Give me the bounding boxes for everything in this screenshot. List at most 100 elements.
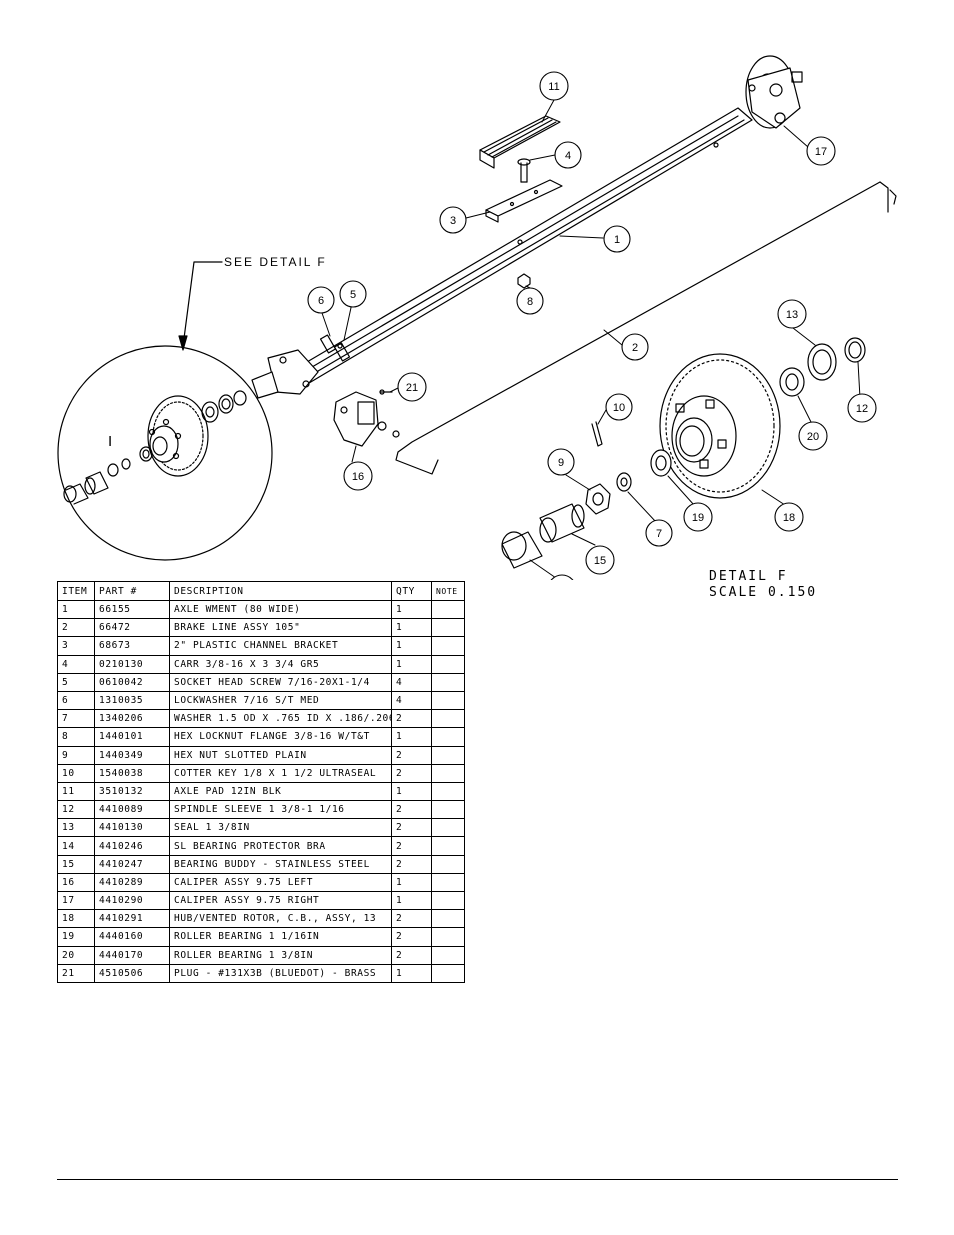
washer <box>616 472 632 492</box>
cell-description: ROLLER BEARING 1 1/16IN <box>169 927 392 947</box>
cell-item: 16 <box>57 872 95 893</box>
see-detail-leader <box>178 261 223 351</box>
cell-part: 3510132 <box>94 781 170 802</box>
callout-8: 8 <box>527 296 533 308</box>
left-caliper <box>333 391 400 447</box>
cell-part: 1540038 <box>94 763 170 783</box>
cell-qty: 1 <box>391 636 432 656</box>
cell-description: COTTER KEY 1/8 X 1 1/2 ULTRASEAL <box>169 763 392 783</box>
cell-note <box>431 618 465 638</box>
header-qty: QTY <box>391 581 432 601</box>
callout-2: 2 <box>632 342 638 354</box>
cell-description: CARR 3/8-16 X 3 3/4 GR5 <box>169 654 392 674</box>
cell-qty: 2 <box>391 709 432 729</box>
channel-bracket <box>485 179 563 223</box>
cell-part: 66472 <box>94 618 170 638</box>
cell-qty: 4 <box>391 672 432 692</box>
cell-description: HUB/VENTED ROTOR, C.B., ASSY, 13 <box>169 909 392 929</box>
cell-qty: 2 <box>391 854 432 874</box>
cell-note <box>431 690 465 711</box>
cell-item: 14 <box>57 836 95 856</box>
detail-caption-title: DETAIL F <box>709 569 788 584</box>
cell-description: BRAKE LINE ASSY 105" <box>169 618 392 638</box>
header-part: PART # <box>94 581 170 601</box>
cell-item: 20 <box>57 945 95 965</box>
cell-qty: 1 <box>391 781 432 802</box>
callout-5: 5 <box>350 289 356 301</box>
roller-bearing-19 <box>650 449 672 477</box>
cell-item: 21 <box>57 963 95 983</box>
callout-numbers: 11 4 3 1 6 5 8 2 17 13 12 20 10 9 7 19 1… <box>318 81 868 567</box>
callout-9: 9 <box>558 457 564 469</box>
cell-item: 19 <box>57 927 95 947</box>
cell-description: AXLE PAD 12IN BLK <box>169 781 392 802</box>
bearing-protector <box>501 531 543 569</box>
cell-note <box>431 745 465 765</box>
right-caliper-assembly <box>745 55 803 129</box>
callout-10: 10 <box>613 402 625 414</box>
detail-marker: I <box>108 433 112 450</box>
callout-17: 17 <box>815 146 827 158</box>
cell-note <box>431 709 465 729</box>
cell-note <box>431 636 465 656</box>
callout-21: 21 <box>406 382 418 394</box>
cell-item: 8 <box>57 727 95 747</box>
carriage-bolt <box>517 158 531 183</box>
cell-note <box>431 800 465 820</box>
cell-description: LOCKWASHER 7/16 S/T MED <box>169 690 392 711</box>
cell-part: 4410247 <box>94 854 170 874</box>
cell-part: 4440160 <box>94 927 170 947</box>
cell-note <box>431 909 465 929</box>
cell-description: HEX NUT SLOTTED PLAIN <box>169 745 392 765</box>
cell-qty: 2 <box>391 763 432 783</box>
cell-description: SPINDLE SLEEVE 1 3/8-1 1/16 <box>169 800 392 820</box>
cell-qty: 2 <box>391 818 432 838</box>
cell-item: 10 <box>57 763 95 783</box>
cell-note <box>431 781 465 802</box>
cell-description: SEAL 1 3/8IN <box>169 818 392 838</box>
callout-20: 20 <box>807 431 819 443</box>
cell-item: 6 <box>57 690 95 711</box>
callout-19: 19 <box>692 512 704 524</box>
cell-qty: 2 <box>391 836 432 856</box>
cell-note <box>431 945 465 965</box>
seal <box>807 343 837 381</box>
cell-part: 4410246 <box>94 836 170 856</box>
cell-part: 68673 <box>94 636 170 656</box>
cell-part: 4410130 <box>94 818 170 838</box>
slotted-nut <box>585 483 611 515</box>
cell-note <box>431 836 465 856</box>
cell-part: 4410291 <box>94 909 170 929</box>
cell-item: 18 <box>57 909 95 929</box>
cell-part: 4510506 <box>94 963 170 983</box>
cell-qty: 1 <box>391 872 432 893</box>
cell-part: 1440101 <box>94 727 170 747</box>
roller-bearing-20 <box>779 367 805 397</box>
leader-lines <box>321 99 861 579</box>
callout-11: 11 <box>548 81 559 93</box>
cell-description: PLUG - #131X3B (BLUEDOT) - BRASS <box>169 963 392 983</box>
callout-1: 1 <box>614 234 620 246</box>
cell-item: 13 <box>57 818 95 838</box>
cell-qty: 2 <box>391 945 432 965</box>
cell-item: 5 <box>57 672 95 692</box>
cell-note <box>431 654 465 674</box>
cell-description: CALIPER ASSY 9.75 RIGHT <box>169 890 392 911</box>
cell-note <box>431 890 465 911</box>
axle-tube <box>289 107 753 387</box>
cell-note <box>431 599 465 620</box>
hex-locknut <box>517 273 531 289</box>
